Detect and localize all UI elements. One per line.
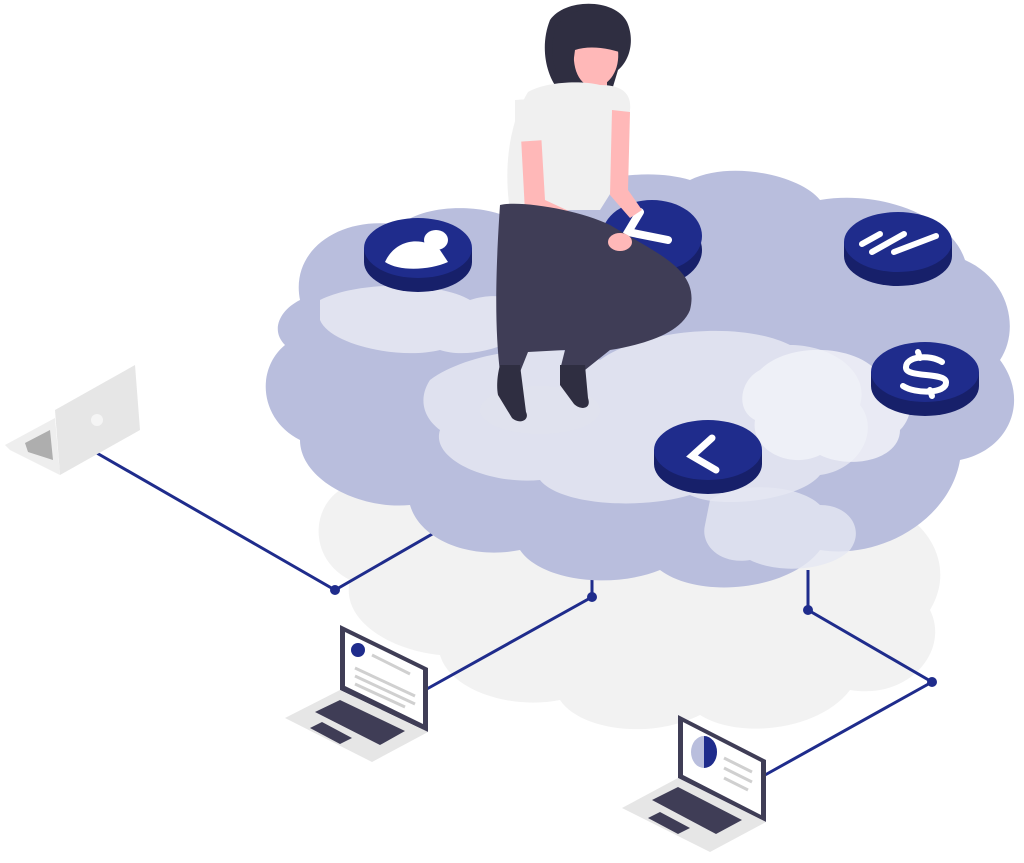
coin-chevron bbox=[654, 420, 762, 494]
laptop-left bbox=[5, 365, 140, 475]
network-nodes bbox=[330, 509, 937, 687]
pants bbox=[496, 203, 692, 372]
coin-dollar bbox=[871, 342, 979, 416]
chevron-icon bbox=[686, 434, 720, 474]
menu-lines-icon bbox=[859, 231, 939, 255]
user-icon bbox=[385, 230, 448, 269]
laptop-middle bbox=[285, 625, 428, 762]
pie-chart-icon bbox=[691, 736, 717, 768]
woman-figure bbox=[480, 3, 692, 434]
laptop-right bbox=[622, 715, 766, 852]
coin-user bbox=[364, 218, 472, 292]
coin-menu bbox=[844, 212, 952, 286]
profile-dot-icon bbox=[351, 643, 365, 657]
laptop-left-keyboard bbox=[25, 430, 53, 460]
dollar-icon bbox=[900, 349, 949, 399]
code-bracket-icon bbox=[621, 208, 672, 244]
